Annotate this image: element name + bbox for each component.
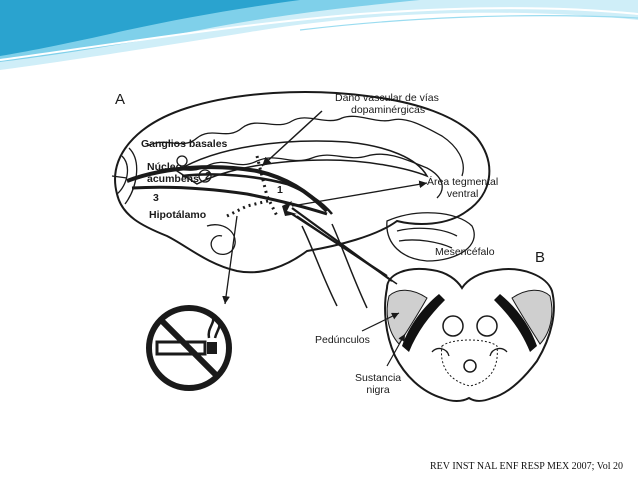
brainstem xyxy=(301,223,368,309)
left-peduncle xyxy=(386,289,428,345)
label-nucleus-accumbens: Núcleo acumbens xyxy=(147,161,199,185)
nucleus-line2: acumbens xyxy=(147,173,199,185)
vta-marker xyxy=(282,201,297,216)
label-peduncles: Pedúnculos xyxy=(315,334,370,346)
arrow-to-no-smoking xyxy=(222,215,238,305)
pathway-mesocortical xyxy=(131,185,328,216)
midbrain-outline xyxy=(384,268,555,402)
connector-to-midbrain-3 xyxy=(296,215,398,285)
left-substantia-nigra xyxy=(402,294,445,352)
panel-b-letter: B xyxy=(535,249,546,266)
label-midbrain: Mesencéfalo xyxy=(435,246,495,258)
pathway-nigrostriatal xyxy=(181,173,333,215)
no-smoking-icon xyxy=(146,305,232,391)
tegmentum-detail xyxy=(440,339,498,387)
red-nuclei xyxy=(431,347,508,357)
basal-ganglia-nucleus xyxy=(176,155,188,167)
wave-dark-band xyxy=(0,0,300,56)
arrow-vascular-damage xyxy=(261,110,323,167)
left-colliculus xyxy=(442,315,464,337)
accumbens-nucleus xyxy=(198,169,212,183)
label-num-3: 3 xyxy=(153,192,159,204)
midbrain-section xyxy=(384,268,555,402)
substantia-line1: Sustancia xyxy=(355,372,402,384)
label-hypothalamus: Hipotálamo xyxy=(149,209,207,221)
right-colliculus xyxy=(476,315,498,337)
nucleus-line1: Núcleo xyxy=(147,161,183,173)
label-num-2: 2 xyxy=(205,170,211,182)
citation: REV INST NAL ENF RESP MEX 2007; Vol 20 xyxy=(430,461,623,472)
wave-white-line xyxy=(0,7,638,61)
right-substantia-nigra xyxy=(494,294,537,352)
pituitary-region xyxy=(206,224,236,255)
arrow-vta xyxy=(291,180,428,207)
substantia-line2: nigra xyxy=(366,384,390,396)
label-vta: Área tegmental ventral xyxy=(427,176,498,200)
vta-line2: ventral xyxy=(446,188,479,200)
brain-diagram xyxy=(111,91,555,402)
arrow-peduncles xyxy=(361,312,400,332)
aqueduct xyxy=(463,359,477,373)
label-vascular-damage: Daño vascular de vías dopaminérgicas xyxy=(335,92,439,116)
brain-gyri xyxy=(146,115,464,199)
pathway-dotted xyxy=(226,155,279,218)
figure-panel: A Daño vascular de vías dopaminérgicas G… xyxy=(87,76,581,416)
arrow-substantia xyxy=(386,333,406,367)
vta-line1: Área tegmental xyxy=(427,176,499,188)
label-num-1: 1 xyxy=(277,184,283,196)
frontal-lines xyxy=(111,147,138,205)
header-wave-decoration xyxy=(0,0,638,70)
vascular-damage-line1: Daño vascular de vías xyxy=(335,92,439,104)
cerebellum xyxy=(386,212,475,262)
wave-thin-line xyxy=(299,15,638,31)
brain-outline xyxy=(114,91,491,274)
right-peduncle xyxy=(511,289,553,345)
label-basal-ganglia: Ganglios basales xyxy=(141,138,228,150)
panel-a-letter: A xyxy=(115,91,126,108)
label-substantia-nigra: Sustancia nigra xyxy=(355,372,401,396)
vascular-damage-line2: dopaminérgicas xyxy=(351,104,426,116)
